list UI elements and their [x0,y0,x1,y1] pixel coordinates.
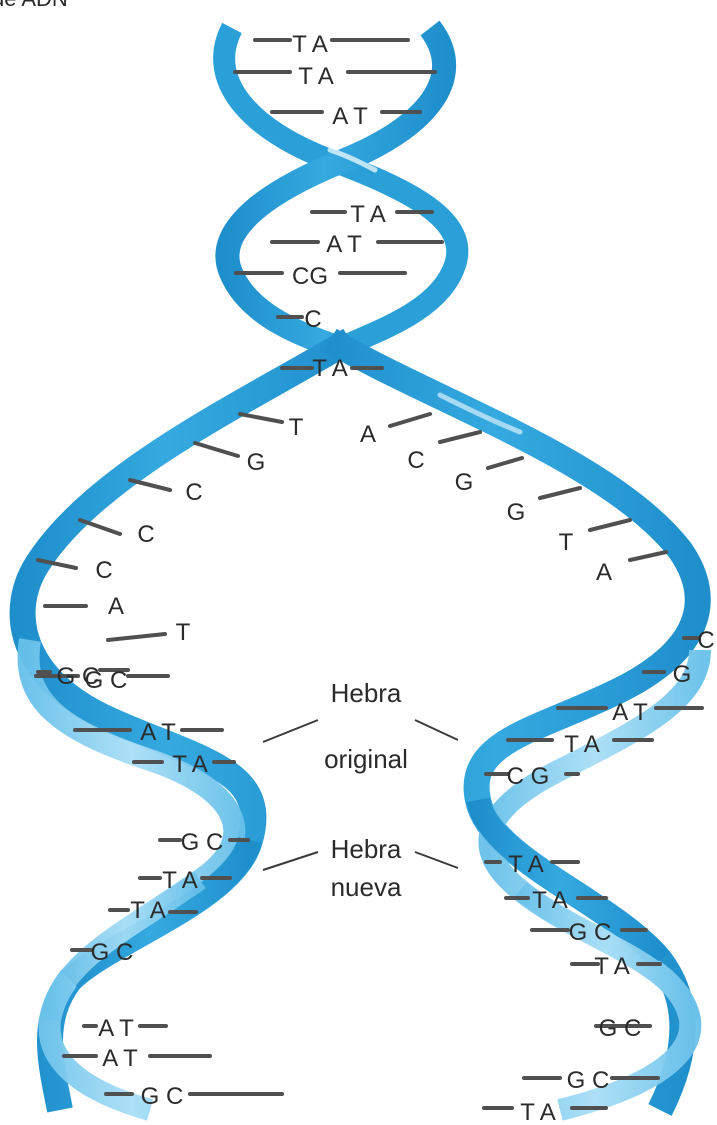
base-label: T A [350,201,386,228]
base-label: T A [130,897,166,924]
base-label: C G [507,763,550,790]
base-pair-rung [538,486,582,500]
right-original-front-segment [466,796,670,968]
base-label: CG [292,263,328,290]
base-label: G C [91,939,134,966]
hebra-nueva-line2: nueva [331,872,402,902]
base-label: A T [140,719,176,746]
base-label: T A [172,751,208,778]
top-helix-strand-back [213,22,469,359]
top-helix [213,20,469,360]
base-label: T A [520,1099,556,1125]
base-label: T [559,529,574,556]
base-label: T A [292,31,328,58]
hebra-nueva-line1: Hebra [331,834,402,864]
base-label: G C [85,667,128,694]
base-label: G [455,469,474,496]
base-label: A [360,421,376,448]
base-label: A T [326,231,362,258]
base-label: C [407,447,424,474]
right-new-strand [478,649,711,1121]
base-label: G C [181,829,224,856]
base-label: C [95,557,112,584]
label-hebra-original: Hebra original [262,678,459,774]
base-label: T A [508,851,544,878]
strand-highlight [327,147,378,173]
base-label: T A [312,355,348,382]
top-helix-strand-front [215,20,457,360]
diagram-title: de ADN [0,0,68,11]
callout-line [262,851,319,871]
base-label: G [247,449,266,476]
left-new-front-segment [40,871,206,1023]
right-new-front-segment [513,882,700,1023]
base-label: G C [569,919,612,946]
label-hebra-nueva: Hebra nueva [262,834,459,902]
base-label: A T [612,699,648,726]
base-pair-rung [128,478,172,492]
base-pair-rung [193,441,240,458]
base-label: C [697,627,714,654]
base-pair-rung [36,558,78,570]
base-label: A [108,593,124,620]
base-label: T [176,619,191,646]
base-label: T A [298,63,334,90]
base-pair-rungs [34,38,704,1110]
base-label: G C [141,1083,184,1110]
base-label: A T [332,103,368,130]
hebra-original-line1: Hebra [331,678,402,708]
strand-highlight [437,392,523,435]
base-pair-rung [438,430,482,444]
base-label: C [185,479,202,506]
base-label: G C [57,663,100,690]
base-pair-rung [588,518,632,532]
base-label: T A [594,953,630,980]
base-label: G C [567,1067,610,1094]
callout-line [262,719,319,743]
base-pair-rung [78,518,122,536]
base-label: A [596,559,612,586]
base-label: G [507,499,526,526]
base-label: T A [532,887,568,914]
base-label: T A [564,731,600,758]
callout-line [414,851,459,869]
base-pair-rung [238,412,284,424]
base-label: A T [98,1015,134,1042]
base-label: C [137,521,154,548]
base-pair-rung [388,412,432,428]
base-label: T A [162,867,198,894]
base-pair-rung [628,550,668,562]
callout-line [414,719,459,741]
base-label: G C [599,1015,642,1042]
base-pair-rung [106,632,167,642]
base-label: G [673,661,692,688]
base-label: A T [102,1045,138,1072]
base-label: T [289,414,304,441]
base-pair-rung [486,456,524,470]
base-label: C [304,306,321,333]
hebra-original-line2: original [324,744,408,774]
